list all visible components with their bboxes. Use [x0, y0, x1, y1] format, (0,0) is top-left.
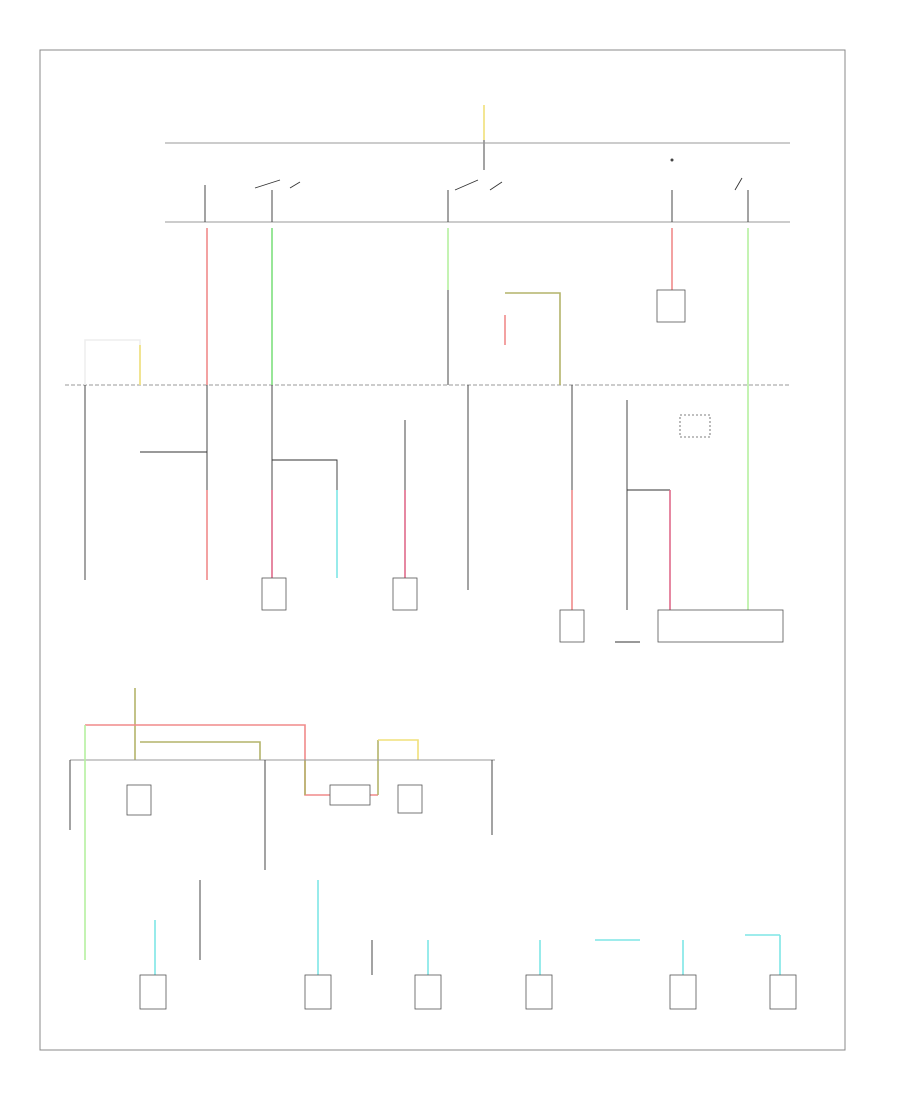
- component-box-mid-2: [329, 784, 371, 806]
- bottom-box-5: [669, 974, 697, 1010]
- fuse-drops: [84, 385, 749, 610]
- bottom-box-1: [139, 974, 167, 1010]
- component-box-3: [559, 609, 585, 643]
- feed-wires: [84, 228, 749, 385]
- component-box-mid-3: [397, 784, 423, 814]
- bottom-box-6: [769, 974, 797, 1010]
- relay-box-top: [656, 289, 686, 323]
- bottom-box-4: [525, 974, 553, 1010]
- switch-contact-right: [734, 177, 743, 191]
- component-box-dashed: [679, 414, 711, 438]
- bottom-box-3: [414, 974, 442, 1010]
- switch-contact-center: [454, 179, 503, 191]
- components-row-1: [261, 414, 784, 643]
- bottom-box-2: [304, 974, 332, 1010]
- ignition-bus: [165, 158, 790, 223]
- switch-contact-left: [254, 179, 301, 189]
- top-feed: [165, 105, 790, 170]
- bottom-row: [139, 880, 797, 1010]
- component-box-wide: [657, 609, 784, 643]
- middle-section: [69, 688, 495, 960]
- component-box-1: [261, 577, 287, 611]
- component-box-2: [392, 577, 418, 611]
- component-box-mid-1: [126, 784, 152, 816]
- wire-olive-loop: [505, 292, 561, 385]
- diagram-border: [39, 49, 846, 1051]
